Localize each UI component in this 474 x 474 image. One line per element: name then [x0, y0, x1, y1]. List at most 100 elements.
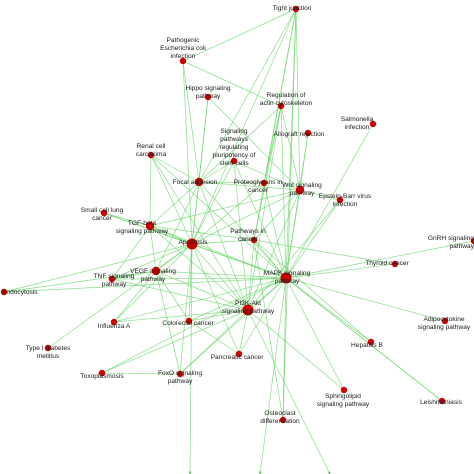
node-label-thyroid: Thyroid cancer: [365, 260, 409, 267]
node-dot-sphingolipid: [340, 386, 348, 394]
edge-apoptosis-renal: [150, 154, 193, 245]
edge-actin-ecoli: [182, 60, 282, 107]
edge-pi3k-tnf: [111, 278, 249, 311]
edge-apoptosis-pancreatic: [191, 243, 240, 355]
edge-pi3k-pancreatic: [238, 309, 249, 355]
edge-apoptosis-tnf: [111, 243, 193, 280]
node-focal: Focal adhesion: [173, 177, 218, 187]
node-dot-tight: [292, 5, 300, 13]
node-endocytosis: Endocytosis: [0, 288, 38, 296]
edge-leish-mapk: [285, 277, 443, 402]
edge-tight-pathcancer: [253, 8, 297, 241]
node-dot-apoptosis: [186, 238, 198, 250]
edge-apoptosis-colorectal: [187, 243, 193, 322]
edge-focal-actin: [198, 105, 282, 183]
edge-hepb-pathcancer: [253, 239, 372, 343]
node-dot-influenza: [110, 318, 118, 326]
node-dot-stem: [230, 157, 238, 165]
edge-tgfb-tnf: [111, 225, 151, 280]
node-thyroid: Thyroid cancer: [365, 260, 410, 268]
edge-focal-ecoli: [181, 60, 200, 183]
edge-focal-wnt: [198, 181, 301, 192]
node-dot-endocytosis: [0, 288, 8, 296]
edge-pancreatic-colorectal: [188, 320, 240, 355]
edge-pi3k-toxo: [101, 309, 249, 374]
edge-foxo-toxo: [101, 371, 181, 375]
edge-apoptosis-offscreen: [188, 243, 193, 474]
edge-thyroid-pathcancer: [253, 239, 396, 265]
edge-focal-stem: [198, 160, 235, 183]
node-label-apoptosis: Apoptosis: [179, 239, 209, 246]
edge-apoptosis-t1d: [47, 243, 193, 349]
edge-pi3k-wnt: [247, 189, 301, 311]
node-dot-pi3k: [242, 304, 254, 316]
edge-vegf-endocytosis: [3, 270, 157, 294]
node-dot-colorectal: [185, 317, 193, 325]
edge-mapk-ebv: [285, 199, 341, 279]
node-dot-leish: [438, 397, 446, 405]
edge-mapk-stem: [233, 160, 287, 279]
edge-wnt-hippo: [207, 96, 301, 191]
node-dot-proteoglycans: [260, 179, 268, 187]
edge-apoptosis-pathcancer: [191, 238, 255, 245]
edge-mapk-hepb: [285, 277, 372, 343]
edge-pi3k-ebv: [247, 199, 341, 311]
node-label-pancreatic: Pancreatic cancer: [211, 354, 265, 361]
edge-vegf-influenza: [113, 270, 157, 323]
edge-mapk-influenza: [113, 277, 287, 323]
node-leish: Leishmaniasis: [420, 397, 463, 406]
edge-actin-pathcancer: [253, 105, 282, 241]
edge-apoptosis-stem: [191, 160, 235, 245]
node-dot-pancreatic: [235, 350, 243, 358]
node-dot-wnt: [295, 185, 305, 195]
edge-apoptosis-tgfb: [149, 225, 193, 245]
edge-wnt-ebv: [299, 189, 341, 201]
edge-tight-ecoli: [182, 8, 297, 62]
edge-mapk-offscreen: [258, 277, 287, 474]
edge-sphingolipid-pi3k: [247, 309, 345, 391]
node-label-endocytosis: Endocytosis: [2, 289, 38, 296]
edge-focal-tgfb: [149, 181, 200, 227]
edge-wnt-tgfb: [149, 189, 301, 227]
node-dot-mapk: [280, 272, 292, 284]
node-dot-adipocytokine: [441, 317, 449, 325]
edge-pi3k-focal: [198, 181, 249, 311]
node-dot-gnrh: [470, 237, 474, 245]
edge-pi3k-offscreen: [247, 309, 331, 474]
edge-pi3k-influenza: [113, 309, 249, 324]
edge-mapk-adipocytokine: [285, 277, 446, 322]
edge-mapk-thyroid: [285, 262, 396, 279]
edge-tight-osteoclast: [281, 8, 297, 421]
node-dot-actin: [277, 102, 285, 110]
edge-mapk-tgfb: [149, 225, 287, 279]
edge-focal-vegf: [155, 181, 200, 272]
